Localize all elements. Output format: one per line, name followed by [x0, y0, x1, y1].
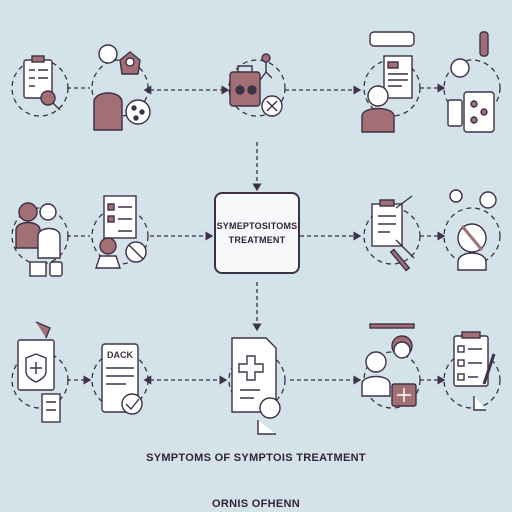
clipboard-wrench-icon	[371, 195, 415, 272]
center-title-line2: TREATMENT	[228, 235, 286, 245]
connectors	[67, 83, 446, 385]
checklist-pencil-icon	[453, 331, 496, 411]
checklist-trophy-icon	[95, 195, 147, 269]
center-title-line1: SYMEPTOSITOMS	[216, 221, 298, 231]
caption-line2: ORNIS OFHENN	[212, 498, 300, 510]
doctor-patient-icon	[15, 202, 63, 277]
tablet-diagram-icon	[447, 31, 495, 133]
doctor-lightbulb-icon	[93, 44, 151, 131]
caption-line1: SYMPTOMS OF SYMPTOIS TREATMENT	[146, 452, 366, 464]
icon-label: DACK	[107, 350, 133, 360]
center-node: SYMEPTOSITOMS TREATMENT	[214, 192, 300, 274]
checkmark-document-icon	[101, 343, 143, 415]
clipboard-search-icon	[23, 55, 61, 111]
bag-pills-gear-icon	[229, 53, 283, 117]
shield-medical-icon	[17, 321, 61, 423]
icon-frames	[11, 59, 501, 409]
person-stethoscope-icon	[449, 189, 497, 271]
nurse-medkit-icon	[361, 323, 417, 407]
doctor-document-icon	[361, 31, 415, 133]
medical-document-icon	[231, 337, 281, 435]
